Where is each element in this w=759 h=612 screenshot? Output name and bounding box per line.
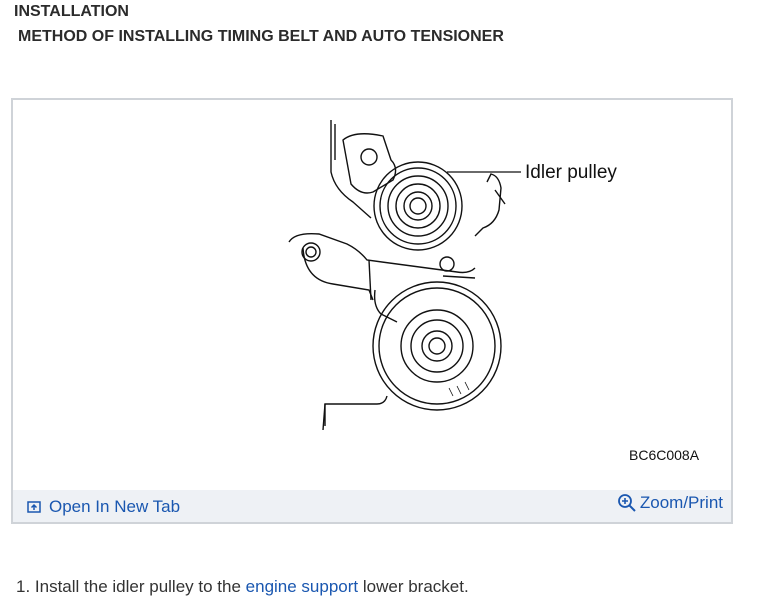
step-text-before: Install the idler pulley to the xyxy=(30,577,246,596)
idler-pulley-diagram: Idler pulley BC6C008A xyxy=(288,120,700,463)
section-title: INSTALLATION xyxy=(14,3,129,20)
figure-container: Idler pulley BC6C008A Open In New Tab Zo… xyxy=(11,98,733,524)
open-new-tab-icon xyxy=(27,501,41,513)
figure-toolbar: Open In New Tab Zoom/Print xyxy=(13,490,731,522)
step-number: 1. xyxy=(16,577,31,596)
open-in-new-tab-button[interactable]: Open In New Tab xyxy=(27,497,180,517)
engine-support-link[interactable]: engine support xyxy=(245,577,359,596)
callout-idler-pulley: Idler pulley xyxy=(525,162,617,183)
zoom-print-button[interactable]: Zoom/Print xyxy=(617,493,723,513)
zoom-in-icon xyxy=(617,494,636,512)
step-text-after: lower bracket. xyxy=(358,577,469,596)
zoom-print-label: Zoom/Print xyxy=(639,493,723,512)
step-1: 1. Install the idler pulley to the engin… xyxy=(16,577,469,597)
subsection-title: METHOD OF INSTALLING TIMING BELT AND AUT… xyxy=(18,28,504,45)
open-in-new-tab-label: Open In New Tab xyxy=(49,497,181,516)
figure-code: BC6C008A xyxy=(629,447,700,463)
